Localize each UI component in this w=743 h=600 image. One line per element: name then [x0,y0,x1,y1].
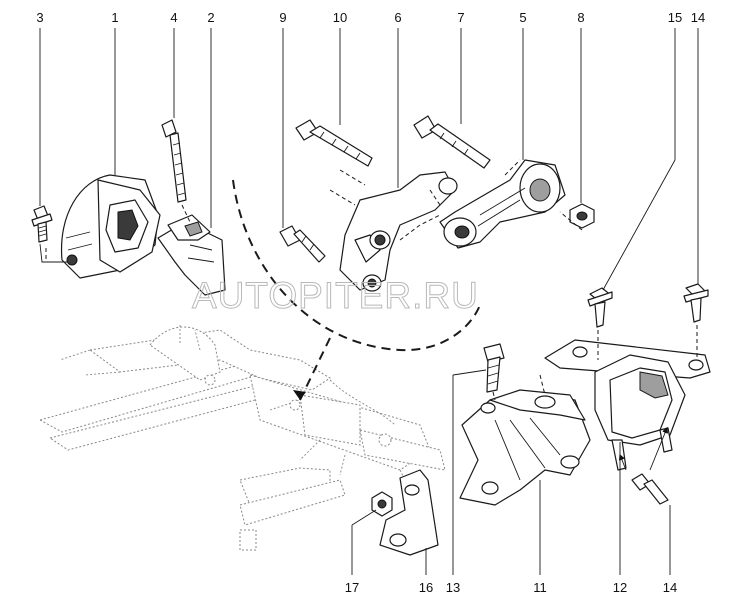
leader-lines [39,28,699,575]
callout-2: 2 [207,10,214,25]
callout-8: 8 [577,10,584,25]
bolt-13 [483,343,505,393]
support-2 [157,214,226,296]
callout-1: 1 [111,10,118,25]
torque-rod-5 [429,159,566,249]
callout-13: 13 [446,580,460,595]
callout-14-top: 14 [691,10,705,25]
callout-9: 9 [279,10,286,25]
assembly-arc [232,179,481,352]
mount-1 [39,174,161,279]
watermark: AUTOPITER.RU [192,275,479,316]
callout-numbers: 3 1 4 2 9 10 6 7 5 8 15 14 17 16 13 11 1… [36,10,705,595]
callout-12: 12 [613,580,627,595]
bracket-6 [329,171,458,292]
callout-11: 11 [533,580,547,595]
bolt-9 [279,225,326,263]
callout-3: 3 [36,10,43,25]
bolt-7 [413,115,491,169]
callout-15: 15 [668,10,682,25]
nut-17 [371,491,393,517]
plate-16 [379,469,439,556]
callout-10: 10 [333,10,347,25]
bolt-10 [295,119,373,167]
callout-14-bottom: 14 [663,580,677,595]
callout-16: 16 [419,580,433,595]
callout-17: 17 [345,580,359,595]
bolt-3 [31,205,53,243]
mount-12 [544,339,711,471]
callout-7: 7 [457,10,464,25]
stud-4 [161,119,187,203]
bolt-14-upper [683,283,709,323]
callout-5: 5 [519,10,526,25]
mount-11 [459,389,591,506]
bolt-14-lower [631,473,669,505]
callout-4: 4 [170,10,177,25]
callout-6: 6 [394,10,401,25]
subframe [38,325,446,551]
bolt-15 [587,287,613,328]
nut-8 [569,203,595,229]
